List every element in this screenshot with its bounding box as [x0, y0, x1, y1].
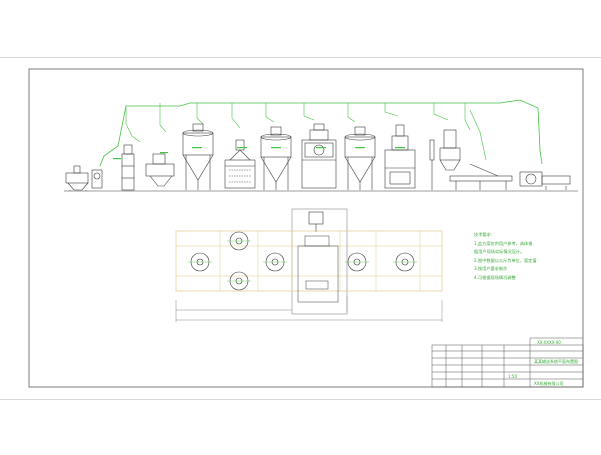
notes-line: 4.可根据现场情况调整 — [474, 274, 516, 280]
company-name: XX机械有限公司 — [534, 381, 564, 386]
plan-centerlines — [188, 240, 417, 282]
packing-tower — [384, 124, 416, 189]
silo-2 — [260, 126, 292, 190]
plan-silos — [190, 231, 415, 291]
drawing-number: XX-XXXX-00 — [537, 340, 561, 345]
pipe-header-return — [125, 108, 141, 143]
plan-view — [175, 208, 443, 322]
pipe-header — [99, 99, 543, 167]
bucket-blower — [91, 169, 103, 189]
notes-title: 技术要求: — [474, 232, 493, 237]
technical-notes: 技术要求: 1.此方案仅供用户参考，具体根 据用户现场实际情况设计。 2.图中数… — [474, 231, 542, 283]
plan-column-block — [291, 208, 348, 315]
notes-line: 3.按用户要求制作 — [474, 266, 508, 272]
notes-line: 2.图中数据以公斤为单位，暂定值 — [474, 257, 537, 263]
packing-machine — [429, 129, 461, 190]
title-block — [431, 337, 584, 388]
notes-line: 据用户现场实际情况设计。 — [474, 249, 525, 255]
notes-line: 1.此方案仅供用户参考，具体根 — [474, 240, 533, 246]
lift-unit-1 — [121, 144, 135, 191]
bottom-page-divider — [0, 399, 601, 400]
project-title: 某某输送系统平面布置图 — [534, 359, 578, 364]
belt-conveyor — [449, 163, 513, 190]
elevation-view — [64, 99, 578, 192]
drawing-border — [28, 68, 584, 388]
top-page-divider — [0, 57, 601, 58]
silo-3 — [344, 126, 376, 190]
mill-unit-1 — [224, 139, 256, 189]
feeder-2 — [145, 153, 175, 187]
plan-dimensions — [175, 296, 443, 322]
fan-unit — [519, 171, 571, 190]
plan-outline — [175, 230, 443, 292]
pipe-droppers — [159, 103, 487, 161]
reactor-tank — [301, 123, 337, 189]
feed-mixer — [65, 165, 89, 191]
drawing-scale: 1:50 — [508, 374, 517, 379]
pipe-tags — [113, 147, 405, 160]
silo-1 — [182, 123, 214, 190]
